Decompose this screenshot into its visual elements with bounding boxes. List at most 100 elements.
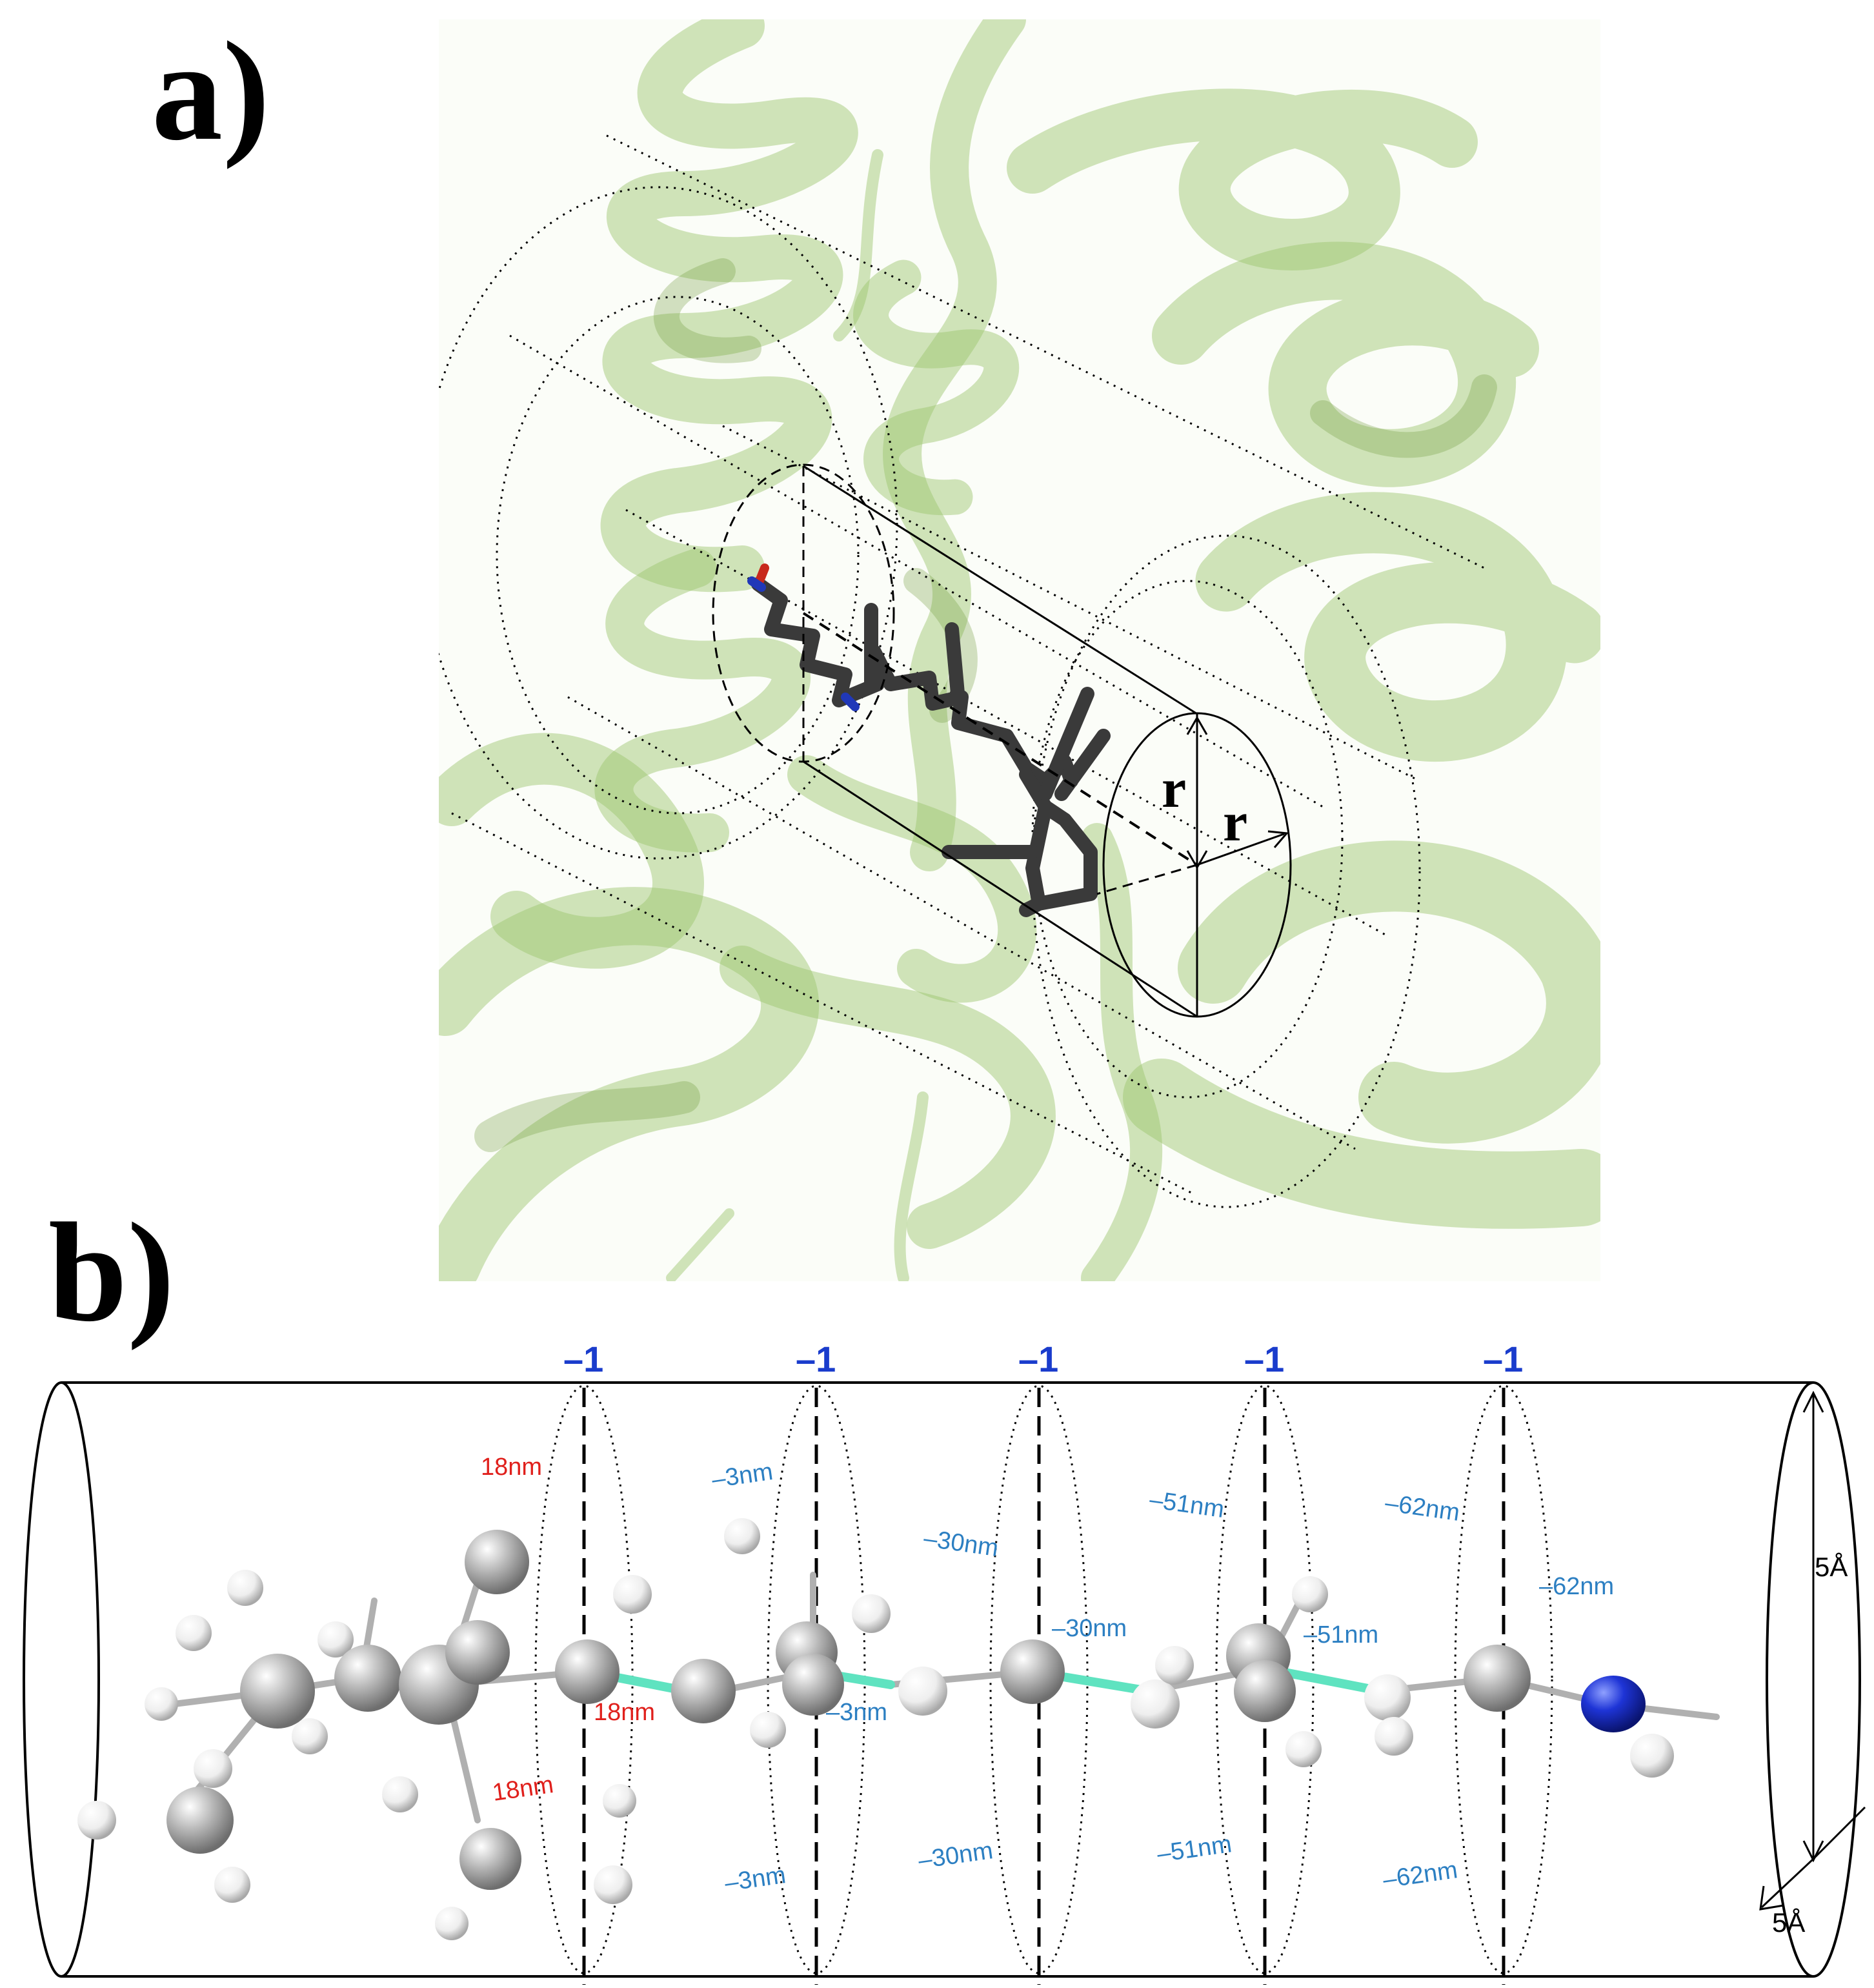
carbon-atom <box>1464 1645 1531 1712</box>
radius-arrowhead-vertical <box>1186 715 1208 735</box>
hydrogen-atom <box>1292 1576 1328 1612</box>
hydrogen-atom <box>750 1712 786 1748</box>
potential-top-left: –51nm <box>1148 1486 1226 1523</box>
radius-label-vertical: r <box>1162 757 1186 819</box>
mid-envelope-left <box>496 296 860 815</box>
panel-a: a) <box>152 12 1600 1281</box>
panel-b-label: b) <box>48 1193 175 1351</box>
helix-shadow <box>654 258 761 363</box>
hydrogen-atom <box>724 1518 760 1554</box>
envelope-line <box>606 134 1485 569</box>
slice-charge: –1 <box>563 1339 603 1379</box>
strand-ribbon <box>439 887 820 1281</box>
hydrogen-atom <box>317 1621 354 1658</box>
loop-ribbon <box>666 1208 734 1281</box>
cylinder-top-edge <box>803 465 1198 715</box>
carbon-atom <box>1000 1639 1065 1704</box>
hydrogen-atom <box>1285 1731 1322 1767</box>
potential-bottom-left: –30nm <box>916 1837 994 1874</box>
hydrogen-atom <box>603 1784 636 1818</box>
carbon-atom <box>782 1654 844 1716</box>
helix-ribbon <box>1178 840 1600 1144</box>
cylinder-right-cap <box>1766 1381 1861 1978</box>
hydrogen-atom <box>1630 1734 1674 1778</box>
hydrogen-atom <box>1131 1679 1180 1729</box>
potential-bottom-left: 18nm <box>490 1771 555 1807</box>
radius-label-bottom: 5Å <box>1772 1907 1805 1938</box>
potential-bottom-left: –3nm <box>723 1861 787 1897</box>
radius-arrow-horizontal <box>1196 833 1285 866</box>
hydrogen-atom <box>145 1687 178 1721</box>
carbon-atom <box>555 1639 620 1704</box>
carbon-atom <box>671 1659 736 1723</box>
slice-labels: –118nm18nm18nm–1–3nm–3nm–3nm–1–30nm–30nm… <box>481 1339 1614 1897</box>
outer-envelope-right <box>1031 534 1421 1208</box>
ionone-ring <box>1019 767 1098 911</box>
carbon-atom <box>166 1787 234 1854</box>
radius-arrowhead-horizontal <box>1267 830 1289 848</box>
helix-ribbon <box>1007 88 1478 271</box>
slice-charge: –1 <box>1483 1339 1523 1379</box>
potential-center: –62nm <box>1539 1573 1614 1600</box>
hydrogen-atom <box>292 1718 328 1754</box>
hydrogen-atom <box>435 1907 469 1940</box>
outer-envelope-left <box>439 186 898 860</box>
carbon-atom <box>240 1654 315 1729</box>
strand-ribbon <box>439 733 704 969</box>
carbon-atom <box>1234 1660 1296 1722</box>
slice-charge: –1 <box>1244 1339 1284 1379</box>
molecule-atoms <box>77 1518 1674 1940</box>
radius-diagonal-extension <box>1812 1806 1866 1860</box>
potential-bottom-left: –62nm <box>1381 1856 1459 1894</box>
hydrogen-atom <box>194 1749 232 1788</box>
nitrogen-atom-stick <box>747 576 766 592</box>
hydrogen-atom <box>227 1570 263 1606</box>
potential-center: –51nm <box>1304 1621 1378 1648</box>
helix-ribbon <box>600 19 858 593</box>
slice-charge: –1 <box>796 1339 836 1379</box>
ring-methyl <box>1038 687 1094 801</box>
outer-cylinder <box>23 1381 1866 1978</box>
potential-top-left: 18nm <box>481 1454 542 1481</box>
nitrogen-atom <box>1581 1676 1646 1732</box>
envelope-line <box>509 334 1324 808</box>
radius-label-top: 5Å <box>1815 1552 1848 1582</box>
helix-ribbon <box>1152 241 1539 487</box>
strand-ribbon <box>1081 823 1163 1281</box>
hydrogen-atom <box>852 1594 891 1633</box>
radius-arrowhead-vertical-base <box>1186 850 1208 870</box>
carbon-atom <box>465 1530 529 1594</box>
radius-vertical-head <box>1802 1390 1824 1413</box>
potential-center: –30nm <box>1052 1615 1127 1642</box>
hydrogen-atom <box>613 1575 652 1614</box>
hydrogen-atom <box>1155 1646 1194 1685</box>
radius-label-horizontal: r <box>1223 791 1247 853</box>
hydrogen-atom <box>382 1776 418 1812</box>
potential-center: –3nm <box>826 1699 887 1726</box>
helix-ribbon <box>853 259 1020 516</box>
cylinder-bottom-edge <box>803 760 1198 1018</box>
hydrogen-atom <box>77 1801 116 1840</box>
radius-diagonal <box>1760 1858 1815 1909</box>
loop-ribbon <box>833 149 883 341</box>
strand-ribbon <box>720 946 1056 1249</box>
helix-shadow <box>474 1081 700 1152</box>
carbon-atom <box>334 1645 401 1712</box>
hydrogen-atom <box>1375 1717 1413 1756</box>
hydrogen-atom <box>898 1667 947 1716</box>
potential-center: 18nm <box>594 1699 655 1726</box>
radius-dashed-extension <box>1096 864 1198 895</box>
envelope-line <box>722 425 1420 782</box>
potential-bottom-left: –51nm <box>1155 1831 1233 1868</box>
cylinder-left-cap <box>23 1381 100 1978</box>
radius-diagonal-head <box>1759 1885 1784 1911</box>
strand-ribbon <box>1123 1059 1600 1229</box>
panel-a-label: a) <box>152 12 270 170</box>
slice-charge: –1 <box>1018 1339 1058 1379</box>
carbon-atom <box>459 1828 521 1890</box>
slice-ellipse <box>1454 1384 1553 1974</box>
potential-top-left: –62nm <box>1384 1489 1462 1527</box>
hydrogen-atom <box>176 1615 212 1651</box>
panel-b: b) 5Å 5Å <box>23 1193 1866 1985</box>
